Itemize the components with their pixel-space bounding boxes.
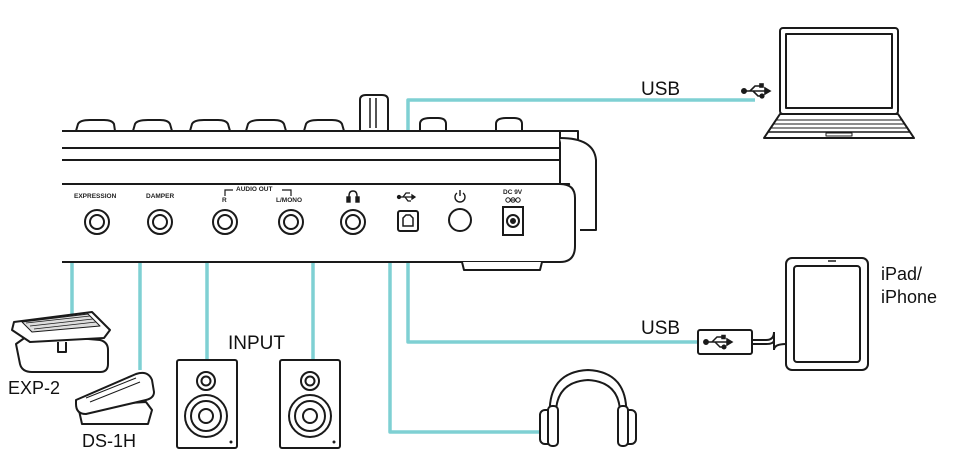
audio-out-label: AUDIO OUT	[236, 186, 273, 193]
dc-polarity-icon	[505, 197, 521, 203]
tablet-icon	[785, 257, 869, 371]
dc-9v-label: DC 9V	[503, 189, 523, 196]
power-button	[448, 208, 472, 232]
damper-jack-label: DAMPER	[146, 193, 175, 200]
input-label: INPUT	[228, 333, 285, 354]
ds1h-label: DS-1H	[82, 431, 137, 451]
usb-icon	[703, 334, 734, 350]
usb-b-port	[397, 210, 419, 232]
jack-damper	[147, 209, 173, 235]
laptop-icon	[763, 27, 915, 139]
speaker-icon	[279, 359, 341, 449]
ipad-label-line2: iPhone	[881, 287, 938, 307]
expression-pedal-icon	[11, 311, 111, 373]
speaker-icon	[176, 359, 238, 449]
jack-audio-out-l-mono	[278, 209, 304, 235]
power-icon	[454, 190, 466, 203]
audio-out-bracket	[224, 189, 292, 196]
headphones-icon	[539, 369, 637, 447]
dc-in-port	[502, 206, 524, 236]
jack-audio-out-r	[212, 209, 238, 235]
usb-bottom-label: USB	[641, 318, 681, 339]
damper-pedal-icon	[75, 371, 155, 425]
headphones-jack-icon	[346, 190, 360, 203]
usb-icon	[396, 192, 417, 202]
ipad-label-line1: iPad/	[881, 264, 923, 284]
audio-out-l-mono-label: L/MONO	[276, 197, 302, 204]
exp2-label: EXP-2	[8, 378, 61, 398]
jack-expression	[84, 209, 110, 235]
usb-top-label: USB	[641, 79, 681, 100]
cable-ipad-usb	[406, 232, 700, 344]
jack-headphones	[340, 209, 366, 235]
keyboard-rear-panel	[62, 94, 597, 271]
usb-icon	[740, 83, 772, 99]
expression-jack-label: EXPRESSION	[74, 193, 117, 200]
audio-out-r-label: R	[222, 197, 227, 204]
